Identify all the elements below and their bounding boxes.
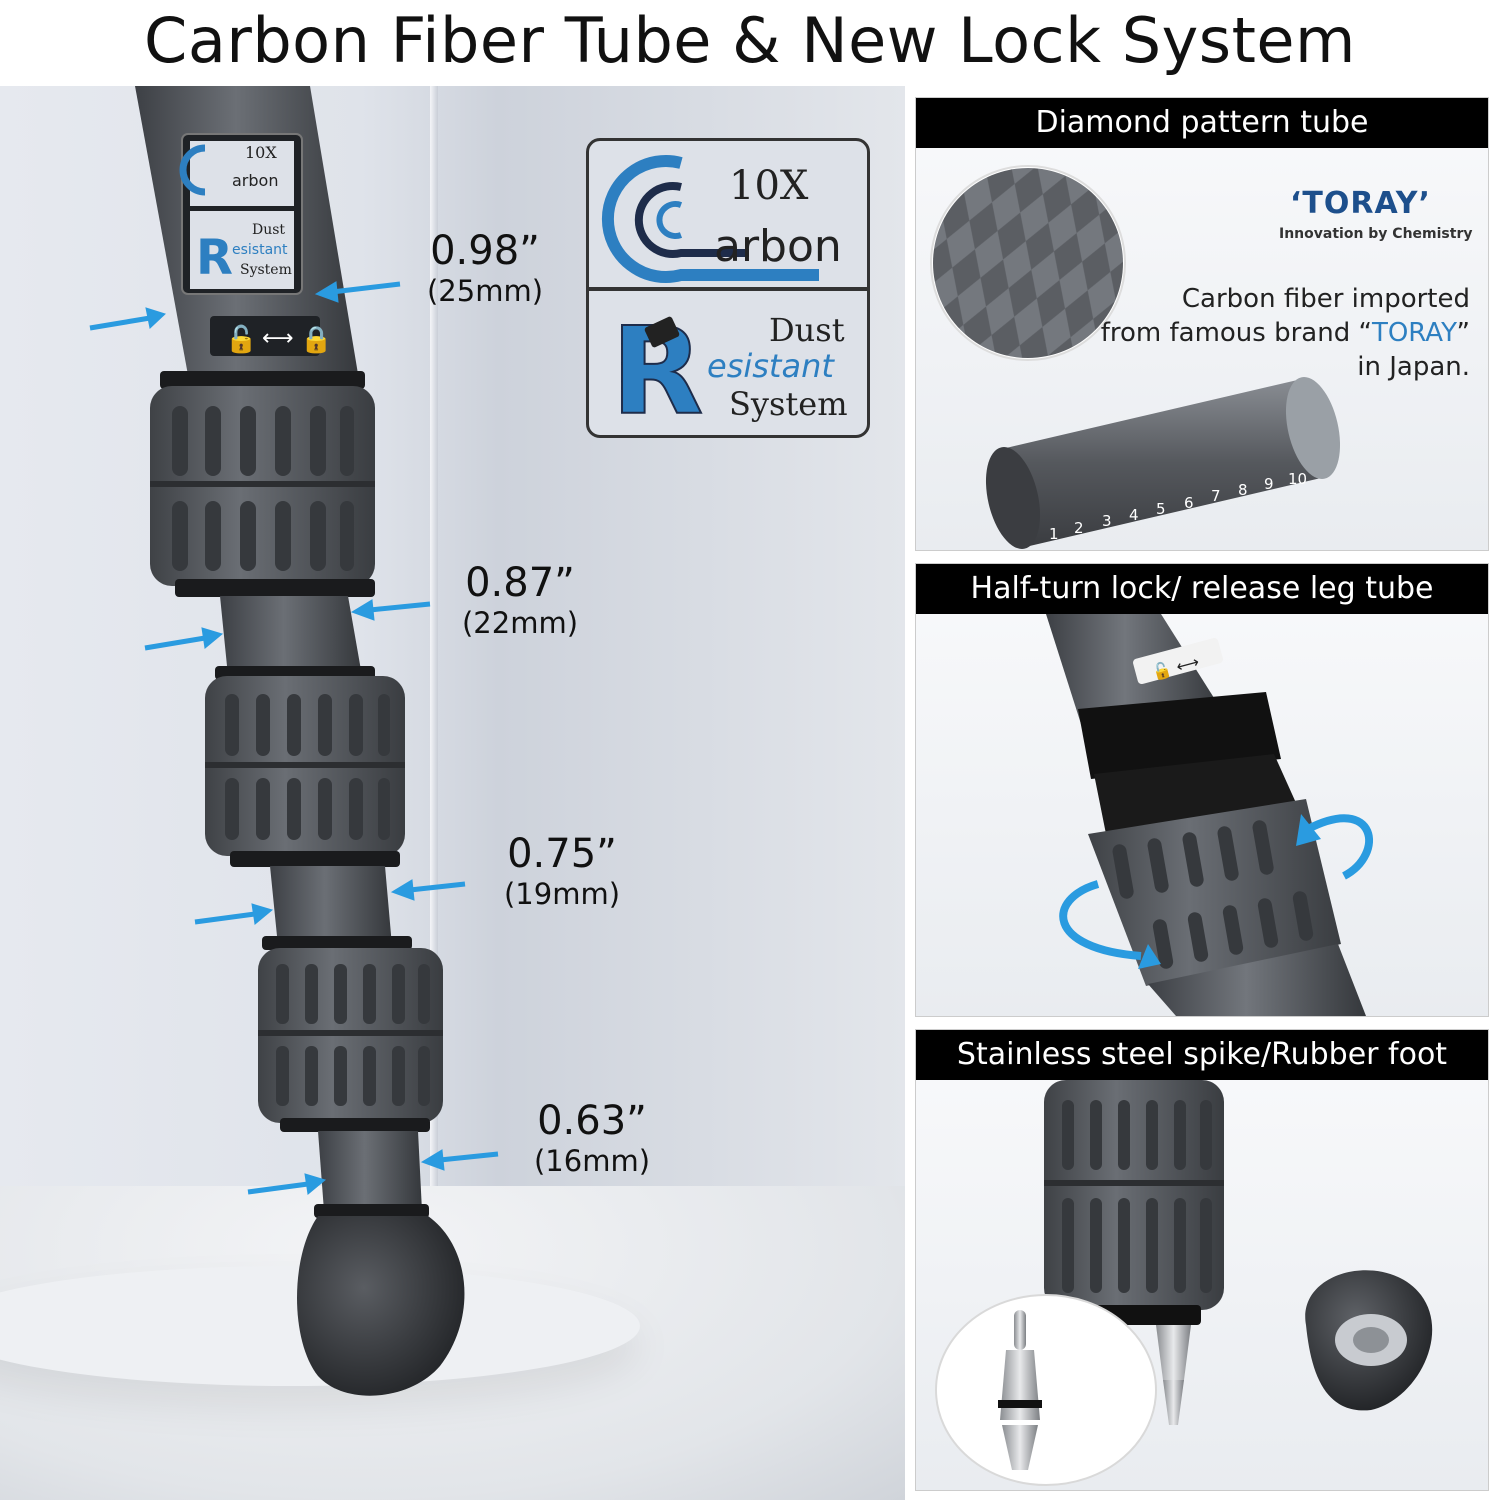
dimension-3-inch: 0.75” [507, 831, 617, 877]
svg-text:🔒: 🔒 [300, 325, 332, 355]
dimension-4-mm: (16mm) [533, 1144, 651, 1178]
badge-carbon: arbon [714, 221, 842, 272]
toray-desc-line1: Carbon fiber imported [1181, 284, 1470, 314]
badge-dust: Dust [769, 311, 845, 349]
rotate-arrow-icon [1059, 814, 1373, 960]
layer-number: 2 [1074, 519, 1084, 537]
panel-lock-body: 🔓 ⟷ [916, 614, 1488, 1016]
badge-resistant: esistant [707, 347, 834, 385]
toray-logo: ‘TORAY’ [1290, 186, 1431, 221]
badge-logo-graphic: R [601, 155, 819, 435]
toray-desc-line2: from famous brand “TORAY” [1050, 316, 1470, 350]
layer-number: 3 [1102, 512, 1112, 530]
dimension-1-inch: 0.98” [430, 228, 540, 274]
dimension-1: 0.98” (25mm) [405, 228, 565, 308]
toray-desc-pre: from famous brand “ [1100, 318, 1372, 348]
svg-text:🔓: 🔓 [225, 324, 257, 355]
layer-number: 1 [1049, 525, 1059, 543]
half-turn-lock-graphic: 🔓 ⟷ [1046, 614, 1373, 1016]
layer-number: 9 [1264, 475, 1274, 493]
toray-desc-post: ” [1456, 318, 1470, 348]
layer-number: 6 [1184, 494, 1194, 512]
spike-foot-graphic [935, 1080, 1433, 1486]
dimension-2-mm: (22mm) [461, 606, 579, 640]
leg-label: 10X arbon R Dust esistant System [179, 133, 303, 295]
leg-label-10x: 10X [245, 143, 277, 162]
dimension-3: 0.75” (19mm) [482, 831, 642, 911]
leg-label-carbon: arbon [232, 171, 278, 190]
layer-number: 10 [1288, 470, 1307, 488]
dimension-2-inch: 0.87” [465, 560, 575, 606]
panel-lock-header: Half-turn lock/ release leg tube [916, 564, 1488, 614]
toray-desc-brand: TORAY [1371, 318, 1457, 348]
panel-spike-foot: Stainless steel spike/Rubber foot [915, 1029, 1489, 1491]
layer-number: 4 [1129, 506, 1139, 524]
leg-label-resistant: esistant [232, 242, 288, 258]
layer-numbers: 1 2 3 4 5 6 7 8 9 10 [1049, 470, 1307, 543]
toray-description: Carbon fiber imported from famous brand … [1050, 282, 1470, 384]
carbon-dust-resistant-badge: R 10X arbon Dust esistant System [586, 138, 870, 438]
dimension-1-mm: (25mm) [426, 274, 544, 308]
panel-spike-body [916, 1080, 1488, 1490]
unlock-lock-symbol: 🔓 ⟷ 🔒 [210, 316, 332, 356]
svg-text:⟷: ⟷ [262, 326, 294, 351]
toray-tagline: Innovation by Chemistry [1279, 226, 1473, 242]
panel-spike-header: Stainless steel spike/Rubber foot [916, 1030, 1488, 1080]
layer-number: 8 [1238, 481, 1248, 499]
dimension-4-inch: 0.63” [537, 1098, 647, 1144]
toray-desc-line3: in Japan. [1357, 352, 1470, 382]
rubber-foot [297, 1216, 465, 1396]
diamond-tube-graphic: 1 2 3 4 5 6 7 8 9 10 [930, 165, 1341, 549]
dimension-arrows [89, 281, 499, 1195]
leg-label-dust: Dust [252, 222, 285, 238]
svg-text:R: R [196, 230, 233, 286]
panel-diamond-body: 1 2 3 4 5 6 7 8 9 10 [916, 148, 1488, 550]
badge-10x: 10X [729, 163, 809, 209]
dimension-3-mm: (19mm) [503, 877, 621, 911]
panel-diamond-header: Diamond pattern tube [916, 98, 1488, 148]
wall-edge [430, 86, 438, 1186]
dimension-4: 0.63” (16mm) [512, 1098, 672, 1178]
layer-number: 7 [1211, 487, 1221, 505]
badge-divider [589, 287, 867, 291]
layer-number: 5 [1156, 500, 1166, 518]
tripod-leg-illustration: 10X arbon R Dust esistant System 🔓 ⟷ 🔒 [89, 86, 499, 1396]
leg-label-system: System [240, 262, 292, 278]
page-title: Carbon Fiber Tube & New Lock System [144, 4, 1356, 77]
panel-half-turn-lock: Half-turn lock/ release leg tube 🔓 ⟷ [915, 563, 1489, 1017]
badge-system: System [729, 385, 848, 423]
panel-diamond-pattern: Diamond pattern tube [915, 97, 1489, 551]
dimension-2: 0.87” (22mm) [440, 560, 600, 640]
